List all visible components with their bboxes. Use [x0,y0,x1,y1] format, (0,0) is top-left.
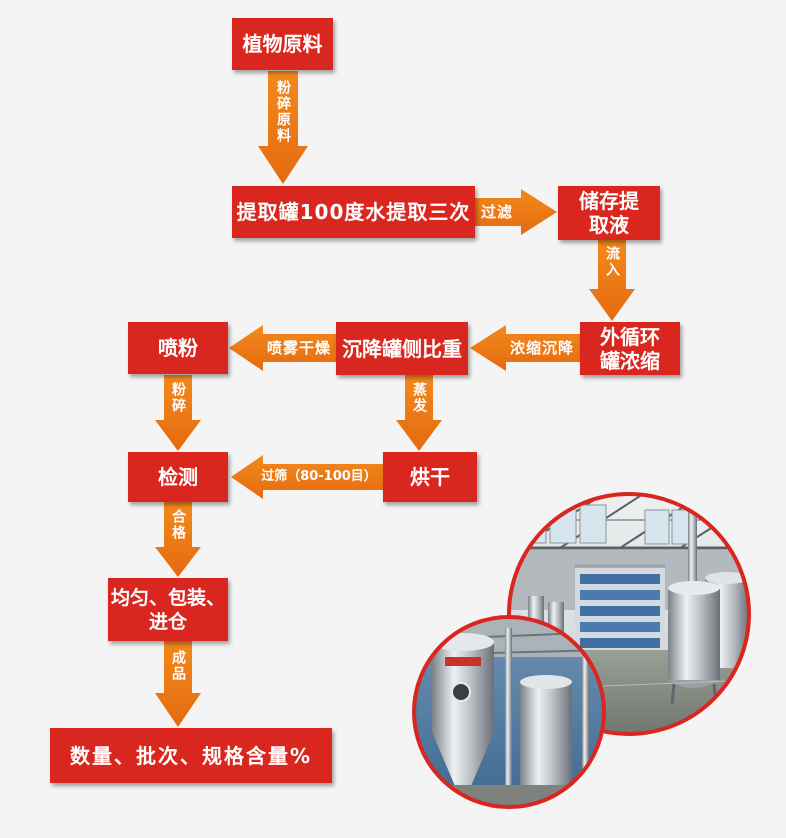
step-storage-label-line1: 储存提 [579,189,639,213]
arrow-left-concentrate-settle [470,325,580,371]
step-inspection: 检测 [128,452,228,502]
storage-tanks [668,572,748,705]
step-storage: 储存提 取液 [558,186,660,240]
arrow-label-filter: 过滤 [480,203,514,221]
filtration-equipment [575,564,665,652]
arrow-label-concentrate-settle: 浓缩沉降 [509,339,575,357]
arrow-label-sieve: 过筛（80-100目） [261,469,377,484]
step-spray-powder: 喷粉 [128,322,228,374]
arrow-label-crush-raw: 粉碎原料 [275,80,291,144]
factory-photo-small [415,618,603,806]
photo-frame-large [507,492,751,736]
step-packaging: 均匀、包装、 进仓 [108,578,228,641]
step-spray-powder-label: 喷粉 [158,336,198,360]
nameplate [445,657,481,666]
arrow-down-evaporate [396,375,442,451]
step-packaging-label-line1: 均匀、包装、 [110,586,225,609]
evaporator-tank [432,633,494,786]
step-sedimentation: 沉降罐侧比重 [336,322,468,375]
arrow-down-finished-product [155,641,201,727]
column-pipe [688,500,697,590]
arrow-left-sieve [231,455,383,499]
arrow-down-qualified [155,502,201,577]
step-packaging-label-line2: 进仓 [148,610,187,633]
step-extraction-label: 提取罐100度水提取三次 [236,200,471,224]
floor-small [415,785,603,806]
step-concentration: 外循环 罐浓缩 [580,322,680,375]
arrow-left-spray-dry [229,325,336,371]
step-sedimentation-label: 沉降罐侧比重 [342,336,462,361]
arrow-down-crush [155,375,201,451]
arrow-label-finished-product: 成品 [170,650,186,682]
arrow-down-flow-in [589,240,635,321]
arrow-label-evaporate: 蒸发 [411,382,427,414]
step-storage-label-line2: 取液 [589,213,629,237]
pipe-left [505,628,512,806]
sight-glass-icon [451,682,471,702]
step-drying: 烘干 [383,452,477,502]
step-final-spec: 数量、批次、规格含量% [50,728,332,783]
step-final-spec-label: 数量、批次、规格含量% [69,743,313,768]
step-concentration-label-line1: 外循环 [600,324,660,349]
arrow-label-crush: 粉碎 [170,382,186,414]
step-extraction: 提取罐100度水提取三次 [232,186,475,238]
step-raw-material-label: 植物原料 [242,32,323,56]
step-drying-label: 烘干 [410,465,450,489]
arrow-down-crush-raw [258,71,308,184]
arrow-right-filter [475,189,557,235]
step-raw-material: 植物原料 [232,18,333,70]
pipe-right [582,648,589,806]
arrow-label-spray-dry: 喷雾干燥 [266,339,332,357]
step-inspection-label: 检测 [158,465,198,489]
arrow-label-flow-in: 流入 [604,246,620,278]
step-concentration-label-line2: 罐浓缩 [600,348,660,373]
photo-frame-small [412,615,606,809]
arrow-label-qualified: 合格 [170,509,186,541]
